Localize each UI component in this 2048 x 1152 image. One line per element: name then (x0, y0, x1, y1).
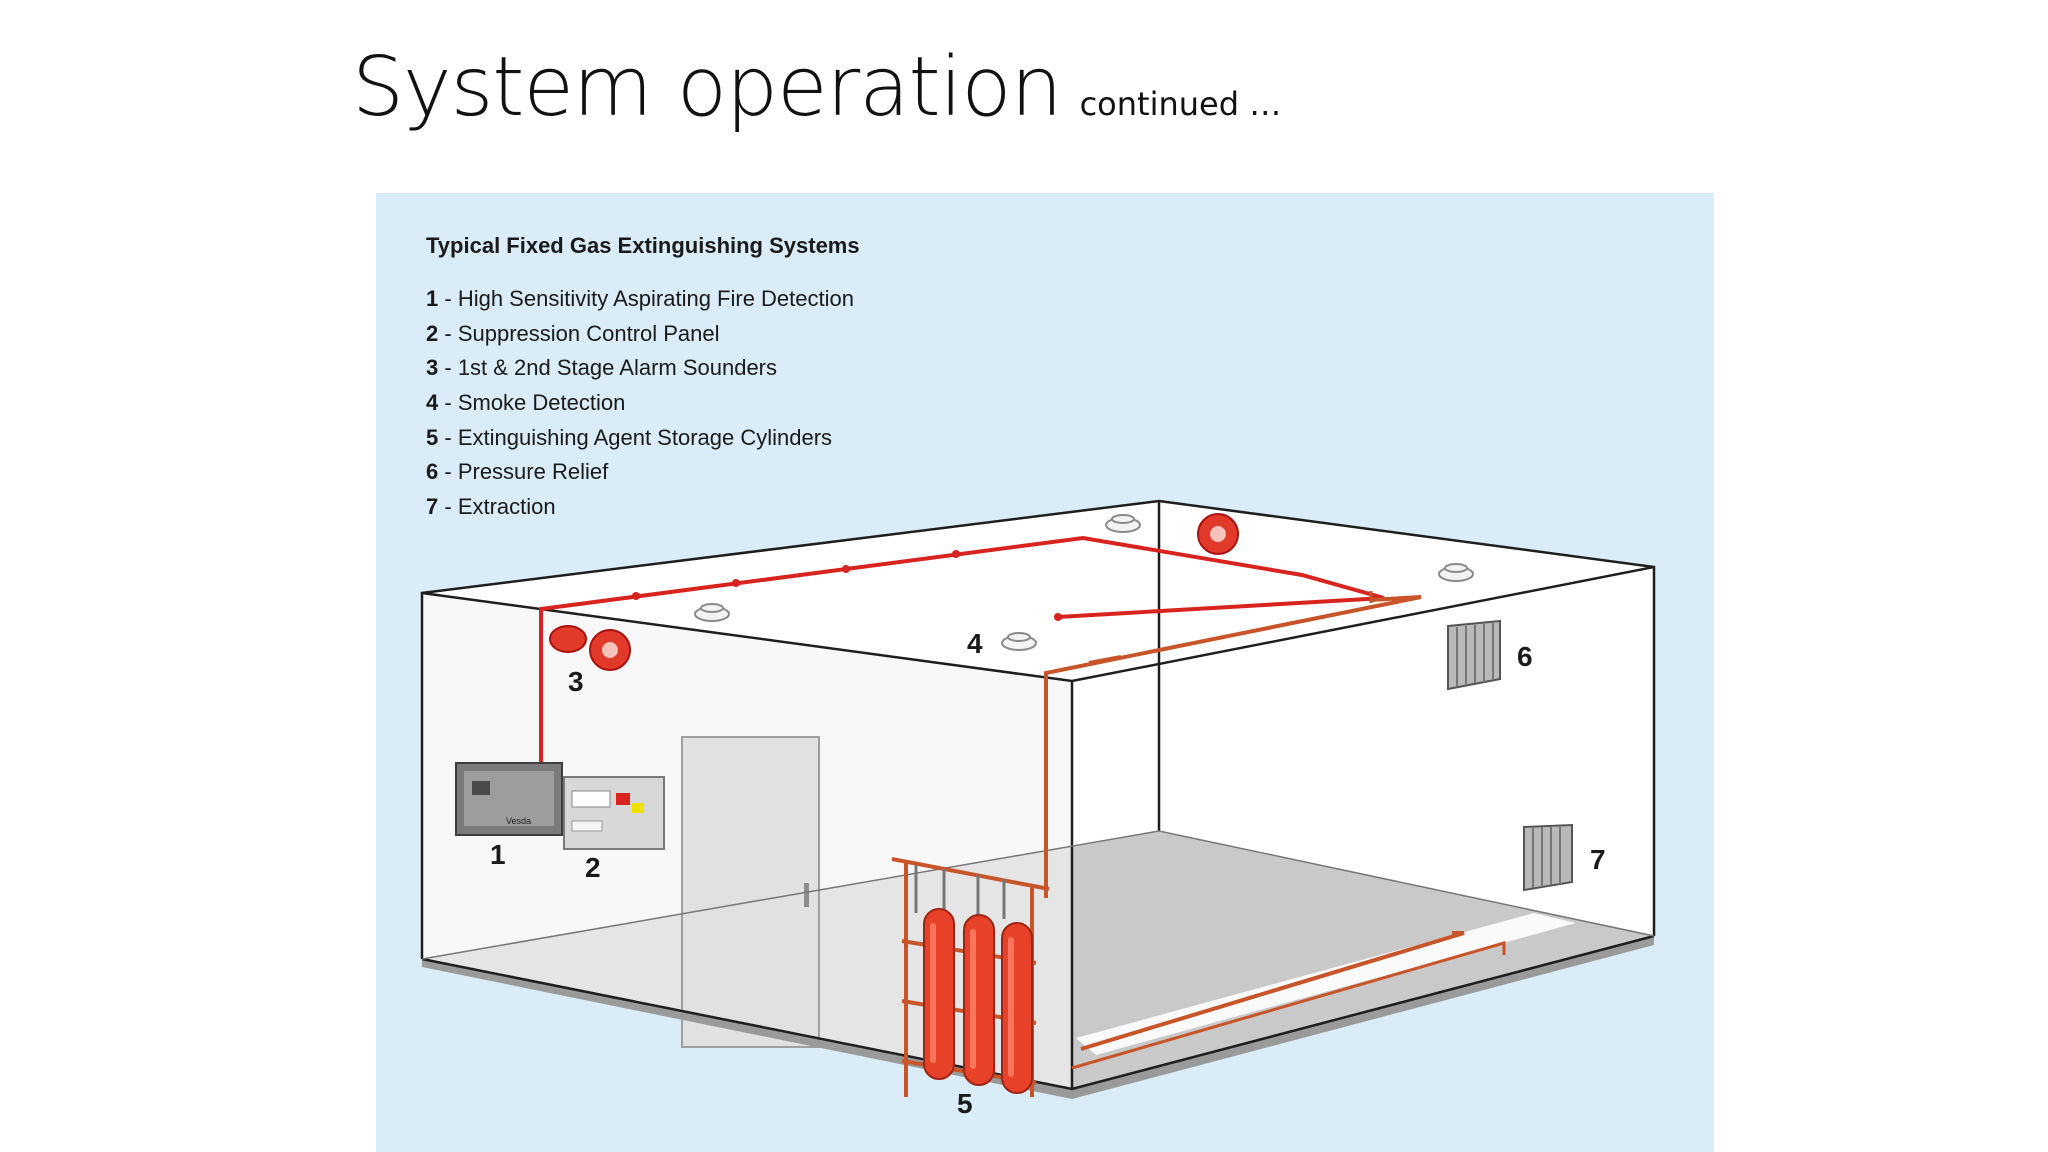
callout-1: 1 (490, 839, 506, 870)
diagram-legend: Typical Fixed Gas Extinguishing Systems … (426, 233, 860, 525)
legend-separator: - (438, 320, 458, 346)
pressure-relief-vent (1447, 619, 1501, 691)
pipe-sampling-points (632, 550, 1062, 621)
door (681, 736, 820, 1048)
agent-cylinders (923, 908, 1033, 1094)
page-title: System operation (352, 40, 1063, 135)
legend-number: 6 (426, 459, 439, 485)
legend-label: Smoke Detection (457, 390, 626, 416)
legend-number: 7 (426, 494, 439, 520)
legend-separator: - (438, 459, 458, 485)
slide-title: System operation continued … (352, 40, 1281, 135)
legend-item: 3 - 1st & 2nd Stage Alarm Sounders (426, 351, 860, 386)
alarm-sounders (549, 513, 1239, 671)
legend-item: 2 - Suppression Control Panel (426, 317, 860, 352)
legend-item: 7 - Extraction (426, 490, 860, 525)
callout-7: 7 (1590, 844, 1606, 875)
callout-5: 5 (957, 1088, 973, 1119)
legend-label: Extraction (457, 494, 556, 520)
control-panel (563, 776, 665, 850)
aspirating-pipe (539, 535, 1385, 768)
legend-number: 1 (426, 286, 439, 311)
floor-vent-strip (1076, 913, 1576, 1055)
callout-6: 6 (1517, 641, 1533, 672)
legend-separator: - (438, 424, 458, 450)
room-outline (420, 499, 1656, 1091)
legend-label: Extinguishing Agent Storage Cylinders (457, 424, 833, 450)
legend-label: 1st & 2nd Stage Alarm Sounders (457, 355, 778, 381)
legend-separator: - (438, 286, 458, 311)
legend-separator: - (438, 390, 458, 416)
page-subtitle: continued … (1079, 85, 1282, 123)
legend-number: 4 (426, 390, 439, 416)
legend-number: 3 (426, 355, 439, 381)
discharge-pipe-floor-2 (1071, 941, 1506, 1070)
door-handle (804, 883, 809, 907)
legend-label: Pressure Relief (457, 459, 609, 485)
legend-item: 5 - Extinguishing Agent Storage Cylinder… (426, 421, 860, 456)
legend-label: High Sensitivity Aspirating Fire Detecti… (457, 286, 854, 311)
aspirating-detector-unit: Vesda (455, 762, 563, 836)
legend-item: 1 - High Sensitivity Aspirating Fire Det… (426, 282, 860, 317)
discharge-pipe-floor (1080, 931, 1465, 1051)
legend-label: Suppression Control Panel (457, 320, 720, 346)
legend-separator: - (438, 355, 458, 381)
legend-number: 2 (426, 320, 439, 346)
legend-number: 5 (426, 424, 439, 450)
smoke-detectors (694, 514, 1474, 651)
callout-2: 2 (585, 852, 601, 883)
diagram-panel: Vesda (376, 193, 1714, 1152)
legend-item: 4 - Smoke Detection (426, 386, 860, 421)
callout-4: 4 (967, 628, 983, 659)
cylinder-valves (914, 865, 1006, 919)
discharge-pipe-ceiling (1044, 595, 1422, 898)
callout-3: 3 (568, 666, 584, 697)
cylinder-highlights (930, 923, 1014, 1077)
legend-item: 6 - Pressure Relief (426, 455, 860, 490)
diagram-heading: Typical Fixed Gas Extinguishing Systems (426, 233, 860, 258)
panel-brand: Vesda (506, 816, 531, 826)
legend-separator: - (438, 494, 458, 520)
room-diagram: Vesda (420, 499, 1656, 1099)
discharge-nozzle-ceiling (1088, 655, 1122, 665)
extraction-vent (1523, 823, 1573, 892)
